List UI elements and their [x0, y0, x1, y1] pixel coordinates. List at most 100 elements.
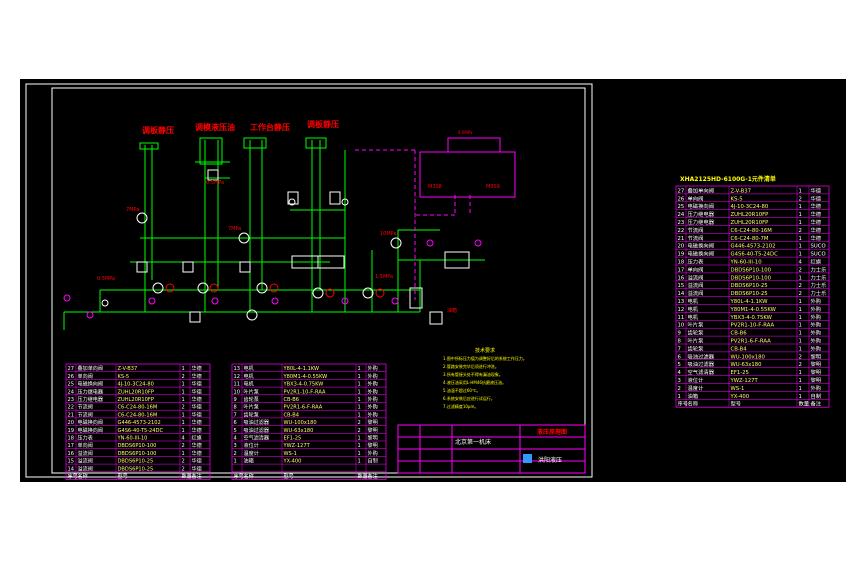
side-cell-no: 20	[678, 244, 685, 250]
bottom-right-header-no: 序号	[234, 473, 244, 480]
pressure-tags: 7MPa 7MPa 10MPa 0.5MPa 0.5MPa 1.5MPa 油箱	[97, 180, 457, 314]
company-short: 洪阳液压	[538, 456, 562, 464]
bottom-left-cell-no: 19	[68, 428, 74, 434]
bottom-left-cell-qty: 2	[182, 443, 185, 449]
bottom-left-cell-name: 电磁换向阀	[78, 419, 103, 426]
bottom-left-cell-no: 27	[68, 366, 74, 372]
bottom-right-cell-qty: 1	[358, 436, 361, 442]
bottom-left-cell-qty: 1	[182, 412, 185, 418]
side-cell-no: 22	[678, 228, 685, 234]
bottom-left-header-src: 备注	[192, 473, 202, 480]
svg-text:M3S9: M3S9	[486, 184, 500, 190]
side-cell-qty: 1	[799, 394, 802, 400]
side-cell-src: 华德	[811, 234, 822, 242]
side-cell-no: 10	[678, 323, 685, 329]
valve-symbols	[136, 169, 470, 325]
side-cell-name: 溢流阀	[688, 273, 704, 281]
side-cell-name: 电机	[688, 313, 699, 321]
control-box: 4.0MPa M3S8 M3S9	[419, 130, 516, 198]
bottom-right-cell-qty: 2	[358, 420, 361, 426]
tag-05mpa-2: 0.5MPa	[97, 276, 115, 282]
bottom-right-cell-src: 外购	[368, 450, 378, 457]
side-cell-src: 黎明	[811, 360, 822, 368]
side-cell-model: PV2R1-10-F-RAA	[731, 323, 775, 329]
side-cell-src: 黎明	[811, 352, 822, 360]
side-cell-model: YWZ-127T	[730, 378, 759, 384]
side-cell-qty: 2	[799, 283, 802, 289]
bottom-right-cell-src: 外购	[368, 365, 378, 372]
section-title-3: 工作台静压	[250, 122, 290, 132]
bottom-right-cell-model: CB-B6	[284, 397, 299, 403]
side-cell-model: 4J-10-3C24-80	[731, 204, 769, 210]
side-cell-model: YX-400	[730, 394, 750, 400]
side-cell-qty: 2	[799, 354, 802, 360]
bottom-right-cell-src: 外购	[368, 396, 378, 403]
bottom-right-cell-no: 7	[234, 412, 237, 418]
side-cell-no: 18	[678, 260, 685, 266]
side-cell-src: 外购	[811, 329, 822, 337]
bottom-left-cell-no: 16	[68, 451, 74, 457]
side-cell-model: YN-60-III-10	[730, 260, 763, 266]
bottom-right-header-name: 名称	[244, 473, 254, 480]
bottom-left-cell-no: 17	[68, 443, 74, 449]
side-cell-qty: 2	[799, 228, 802, 234]
drawing-title: 液压原理图	[537, 428, 567, 436]
company-logo-icon	[523, 454, 532, 463]
side-cell-qty: 2	[799, 291, 802, 297]
bottom-right-cell-model: YX-400	[283, 459, 302, 465]
bottom-right-cell-name: 齿轮泵	[244, 396, 259, 403]
bottom-right-cell-qty: 1	[358, 451, 361, 457]
technical-notes: 技术要求 1.图中所标压力值为调整好后的系统工作压力。 2.管路安装完毕后须进行…	[443, 347, 527, 409]
bottom-right-cell-src: 黎明	[368, 435, 378, 442]
bottom-left-header-qty: 数量	[182, 473, 192, 480]
pilot-lines	[355, 149, 471, 300]
bottom-right-cell-name: 叶片泵	[244, 388, 259, 395]
side-header-qty: 数量	[799, 400, 810, 408]
side-cell-qty: 1	[799, 252, 802, 258]
section-title-4: 调板静压	[307, 119, 339, 129]
bottom-left-cell-no: 22	[68, 405, 74, 411]
bottom-right-cell-no: 5	[234, 428, 237, 434]
bottom-right-cell-no: 4	[234, 436, 237, 442]
side-cell-model: CB-B4	[731, 346, 748, 352]
bottom-right-cell-model: PV2R1-6-F-RAA	[284, 405, 323, 411]
bottom-left-cell-name: 溢流阀	[78, 465, 93, 472]
bottom-left-cell-model: C6-C24-80-16M	[118, 405, 158, 411]
bottom-left-cell-src: 华德	[192, 411, 202, 418]
side-cell-name: 单向阀	[688, 265, 704, 273]
note-4: 4.液压油采用L-HM46抗磨液压油。	[443, 379, 506, 385]
side-cell-name: 吸油过滤器	[688, 352, 715, 360]
bottom-left-header-model: 型号	[118, 473, 128, 480]
bottom-left-cell-qty: 2	[182, 374, 185, 380]
bottom-right-cell-model: CB-B4	[284, 412, 299, 418]
side-cell-src: 外购	[811, 384, 822, 392]
bottom-left-cell-qty: 2	[182, 405, 185, 411]
side-cell-no: 13	[678, 299, 685, 305]
bottom-right-cell-model: WU-63x180	[284, 428, 314, 434]
side-cell-src: 黎明	[811, 368, 822, 376]
side-cell-name: 吸油过滤器	[688, 360, 715, 368]
side-cell-qty: 1	[799, 299, 802, 305]
bottom-right-cell-name: 油箱	[244, 458, 254, 465]
side-cell-name: 叶片泵	[688, 321, 705, 329]
bottom-left-cell-model: DBDS6P10-100	[118, 451, 157, 457]
bottom-right-cell-src: 外购	[368, 411, 378, 418]
bottom-left-cell-name: 压力表	[78, 435, 93, 442]
bottom-left-cell-src: 华德	[192, 442, 202, 449]
bottom-left-cell-no: 15	[68, 459, 74, 465]
svg-text:M3S8: M3S8	[428, 184, 442, 190]
bottom-left-cell-model: DBDS6P10-25	[118, 459, 154, 465]
bottom-right-cell-name: 吸油过滤器	[244, 427, 269, 434]
bottom-left-cell-no: 24	[68, 389, 74, 395]
company-name: 北京第一机床	[455, 438, 491, 446]
bottom-right-cell-qty: 1	[358, 443, 361, 449]
side-cell-name: 压力表	[688, 258, 705, 266]
side-header-name: 名称	[688, 400, 699, 408]
bottom-right-cell-qty: 1	[358, 389, 361, 395]
bottom-right-cell-no: 3	[234, 443, 237, 449]
side-cell-no: 21	[678, 236, 685, 242]
side-cell-model: Z-V-B37	[731, 188, 752, 194]
side-cell-qty: 1	[799, 244, 802, 250]
side-cell-name: 齿轮泵	[688, 344, 705, 352]
bottom-left-cell-name: 单向阀	[78, 373, 93, 380]
